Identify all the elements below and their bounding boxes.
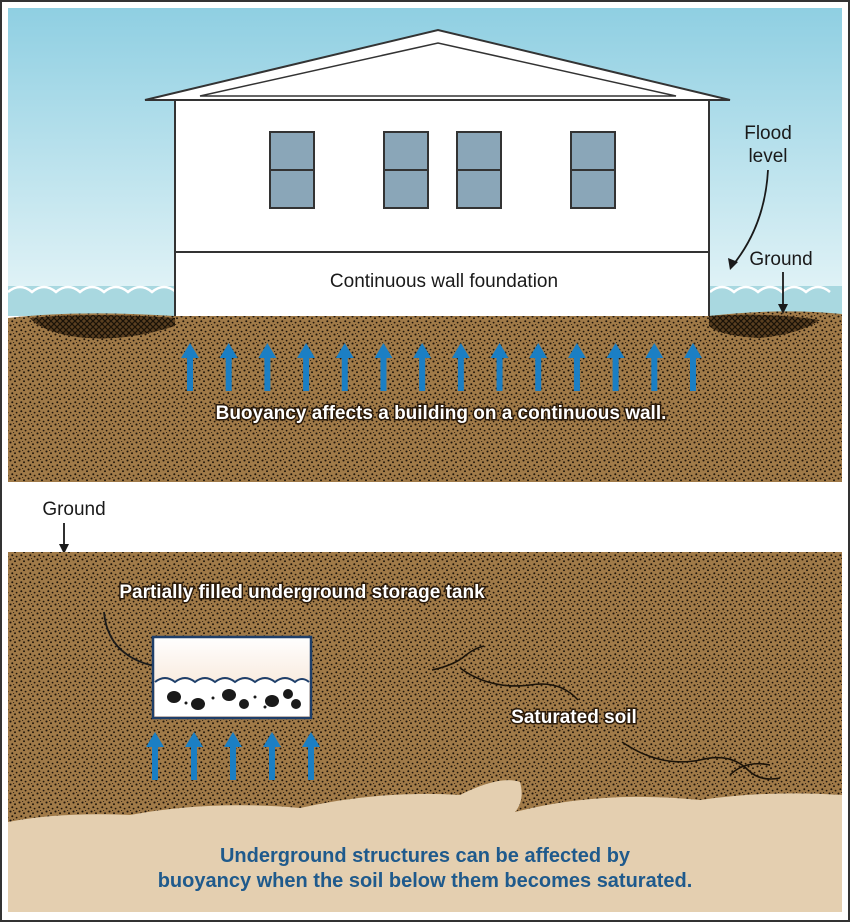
svg-text:level: level	[748, 146, 787, 167]
pointer-arrow-icon	[732, 169, 769, 266]
foundation-label: Continuous wall foundation	[330, 271, 558, 292]
ground-label-top: Ground	[749, 249, 812, 270]
soil-squiggle	[621, 741, 781, 780]
window	[269, 131, 616, 209]
house-wall	[174, 99, 710, 253]
soil-top	[8, 311, 842, 482]
bottom-caption-line2: buoyancy when the soil below them become…	[158, 870, 693, 892]
flood-level-label: Flood	[744, 123, 792, 144]
bottom-panel: Ground Partially filled underground stor…	[8, 499, 842, 912]
top-panel: Continuous wall foundation Buoyancy affe…	[7, 8, 842, 482]
ground-label-bottom: Ground	[42, 499, 105, 520]
ground-hatch-left	[30, 315, 175, 339]
saturated-soil	[8, 552, 842, 832]
top-caption: Buoyancy affects a building on a continu…	[216, 403, 667, 424]
storage-tank	[151, 635, 313, 720]
ground-hatch-right	[709, 314, 820, 338]
saturated-soil-label: Saturated soil	[511, 707, 637, 728]
bedrock-layer	[8, 780, 842, 912]
tank-label: Partially filled underground storage tan…	[119, 582, 485, 603]
bottom-caption-line1: Underground structures can be affected b…	[220, 845, 631, 867]
water-waves	[7, 285, 831, 294]
soil-squiggle	[431, 645, 579, 701]
